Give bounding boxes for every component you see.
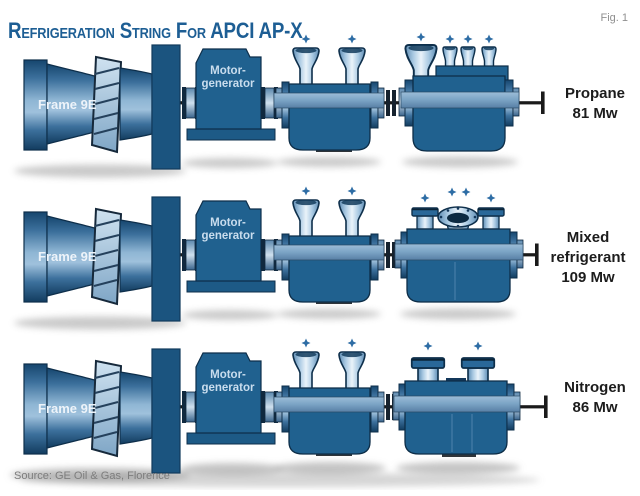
- flanged-nozzle-icon: [411, 207, 439, 230]
- turbine-label: Frame 9E: [38, 249, 97, 264]
- shaft-end-cap: [541, 91, 545, 114]
- lp-compressor: [274, 187, 396, 305]
- hp-compressor-nitrogen: [392, 341, 521, 457]
- source-credit: Source: GE Oil & Gas, Florence: [14, 470, 170, 482]
- string-output-label: Propane 81 Mw: [564, 85, 625, 122]
- shaft-end-cap: [535, 243, 539, 266]
- turbine-label: Frame 9E: [38, 401, 97, 416]
- motor-generator: [181, 200, 279, 293]
- motor-generator-label: Motor-: [210, 65, 246, 77]
- refrigeration-string-row-propane: Frame 9E Motor- generator Propane: [0, 30, 640, 186]
- lp-compressor: [274, 35, 396, 153]
- figure-number: Fig. 1: [600, 12, 628, 24]
- turbine-label: Frame 9E: [38, 97, 97, 112]
- motor-generator-label: generator: [201, 78, 255, 90]
- string-output-label: Mixed refrigerant 109 Mw: [550, 229, 626, 286]
- motor-generator-label: generator: [201, 230, 255, 242]
- motor-generator-label: Motor-: [210, 369, 246, 381]
- shaft-end-cap: [544, 395, 548, 418]
- lp-compressor: [274, 339, 396, 457]
- page-title: Refrigeration String For APCI AP-X: [8, 17, 303, 43]
- ground-shadow: [10, 462, 540, 487]
- hp-compressor-propane: [398, 32, 520, 152]
- refrigeration-string-row-mixed: Frame 9E Motor- generator: [0, 182, 640, 338]
- motor-generator-label: Motor-: [210, 217, 246, 229]
- ground-shadow: [14, 156, 518, 178]
- motor-generator-label: generator: [201, 382, 255, 394]
- string-output-label: Nitrogen 86 Mw: [564, 379, 626, 416]
- hp-compressor-mixed-refrigerant: [394, 187, 524, 303]
- motor-generator: [181, 48, 279, 141]
- flanged-nozzle-icon: [460, 357, 496, 386]
- refrigeration-string-row-nitrogen: Frame 9E Motor- generator N: [0, 334, 640, 490]
- motor-generator: [181, 352, 279, 445]
- flanged-nozzle-icon: [410, 357, 446, 386]
- ground-shadow: [14, 308, 516, 330]
- flanged-nozzle-icon: [477, 207, 505, 230]
